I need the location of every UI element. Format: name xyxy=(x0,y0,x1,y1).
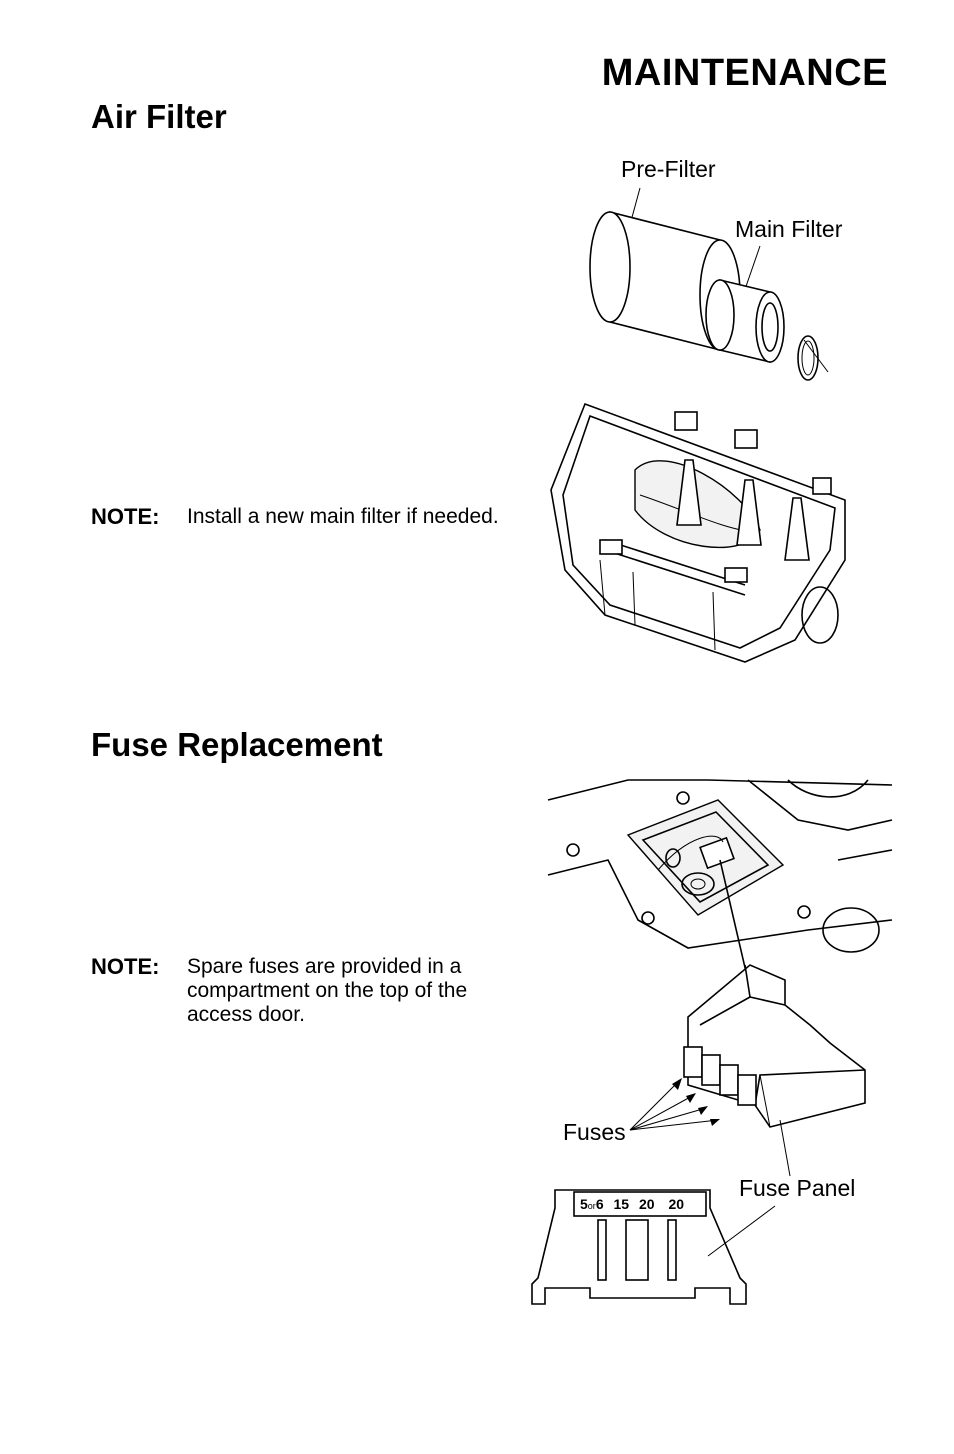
page-header: MAINTENANCE xyxy=(601,52,888,94)
fuses-label: Fuses xyxy=(563,1119,626,1145)
fuse-panel-labels: 5or6 15 20 20 xyxy=(580,1196,684,1212)
pre-filter-label: Pre-Filter xyxy=(621,156,716,182)
main-filter-label: Main Filter xyxy=(735,216,843,242)
note-text: Install a new main filter if needed. xyxy=(187,505,499,528)
fuse-panel-leader xyxy=(779,1119,791,1177)
air-filter-illustration xyxy=(589,187,829,381)
fuses-leader-lines xyxy=(629,1078,720,1131)
fuse-block-illustration xyxy=(683,964,866,1128)
fuse-replacement-title: Fuse Replacement xyxy=(91,726,383,763)
note-label: NOTE: xyxy=(91,954,160,979)
note-text: Spare fuses are provided in a compartmen… xyxy=(187,955,468,1026)
fuse-rating-first-or: or xyxy=(587,1201,596,1211)
fuse-rating-first-b: 6 xyxy=(595,1196,604,1212)
airbox-illustration xyxy=(550,402,846,663)
fuse-rating-second: 15 xyxy=(613,1196,630,1212)
air-filter-note: NOTE: Install a new main filter if neede… xyxy=(91,505,521,565)
note-label: NOTE: xyxy=(91,504,160,529)
fuse-rating-first-a: 5 xyxy=(580,1196,588,1212)
fuse-rating-third: 20 xyxy=(638,1196,655,1212)
fuse-rating-fourth: 20 xyxy=(668,1196,685,1212)
air-filter-title: Air Filter xyxy=(91,98,227,135)
fuse-panel-outline xyxy=(531,1189,776,1305)
fuse-panel-label: Fuse Panel xyxy=(739,1175,856,1201)
fuse-note: NOTE: Spare fuses are provided in a comp… xyxy=(91,955,521,1035)
fuse-access-illustration xyxy=(547,779,893,953)
